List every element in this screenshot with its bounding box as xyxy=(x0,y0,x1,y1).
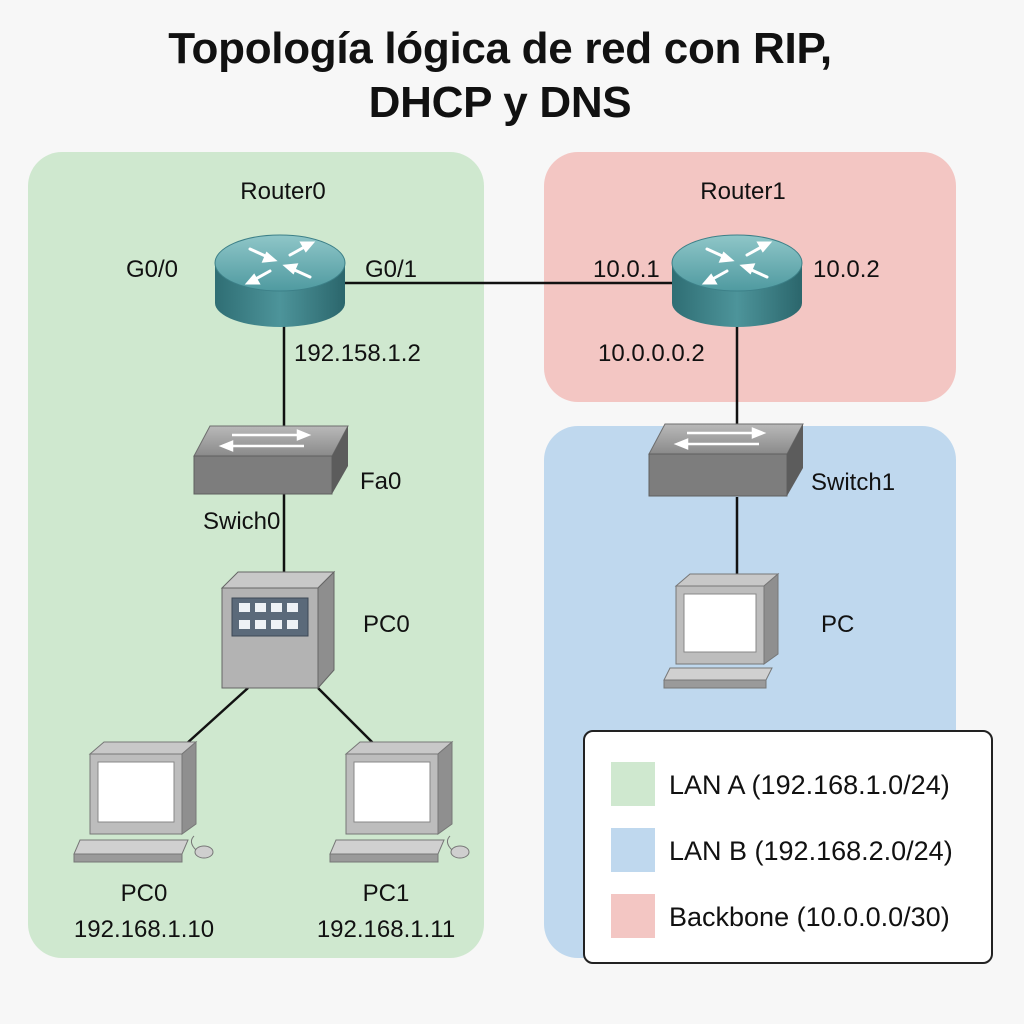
pc1-ip: 192.168.1.11 xyxy=(316,916,456,943)
legend-swatch xyxy=(611,894,655,938)
legend-swatch xyxy=(611,762,655,806)
diagram-title: Topología lógica de red con RIP, DHCP y … xyxy=(0,22,1000,130)
pc1-name: PC1 xyxy=(362,880,410,907)
legend-label: LAN A (192.168.1.0/24) xyxy=(669,770,950,800)
router1-name: Router1 xyxy=(700,178,786,205)
switch0-name: Swich0 xyxy=(203,508,281,535)
router1-ip-right: 10.0.2 xyxy=(813,256,880,283)
server-name: PC0 xyxy=(363,611,410,638)
title-line-1: Topología lógica de red con RIP, xyxy=(168,24,832,73)
switch-icon[interactable] xyxy=(192,422,352,500)
router0-port-g0-1: G0/1 xyxy=(365,256,418,283)
pc0-ip: 192.168.1.10 xyxy=(73,916,215,943)
router-icon[interactable] xyxy=(667,225,807,335)
pc-icon[interactable] xyxy=(326,740,476,866)
router0-port-g0-0: G0/0 xyxy=(126,256,179,283)
pc-b-name: PC xyxy=(821,611,855,638)
link-server-pc1 xyxy=(317,687,376,746)
pc-icon[interactable] xyxy=(70,740,220,866)
router0-ip-lan: 192.158.1.2 xyxy=(294,340,421,367)
link-server-pc0 xyxy=(184,687,249,746)
pc-icon[interactable] xyxy=(662,572,792,694)
legend-label: Backbone (10.0.0.0/30) xyxy=(669,902,950,932)
router0-name: Router0 xyxy=(240,178,326,205)
switch-icon[interactable] xyxy=(647,420,807,502)
legend: LAN A (192.168.1.0/24) LAN B (192.168.2.… xyxy=(583,730,993,964)
server-icon[interactable] xyxy=(220,570,340,692)
router-icon[interactable] xyxy=(210,225,350,335)
legend-label: LAN B (192.168.2.0/24) xyxy=(669,836,953,866)
pc0-name: PC0 xyxy=(120,880,168,907)
title-line-2: DHCP y DNS xyxy=(368,78,632,127)
router1-ip-left: 10.0.1 xyxy=(593,256,660,283)
router1-ip-lan: 10.0.0.0.2 xyxy=(598,340,705,367)
switch1-name: Switch1 xyxy=(811,469,896,496)
legend-swatch xyxy=(611,828,655,872)
switch0-port: Fa0 xyxy=(360,468,402,495)
